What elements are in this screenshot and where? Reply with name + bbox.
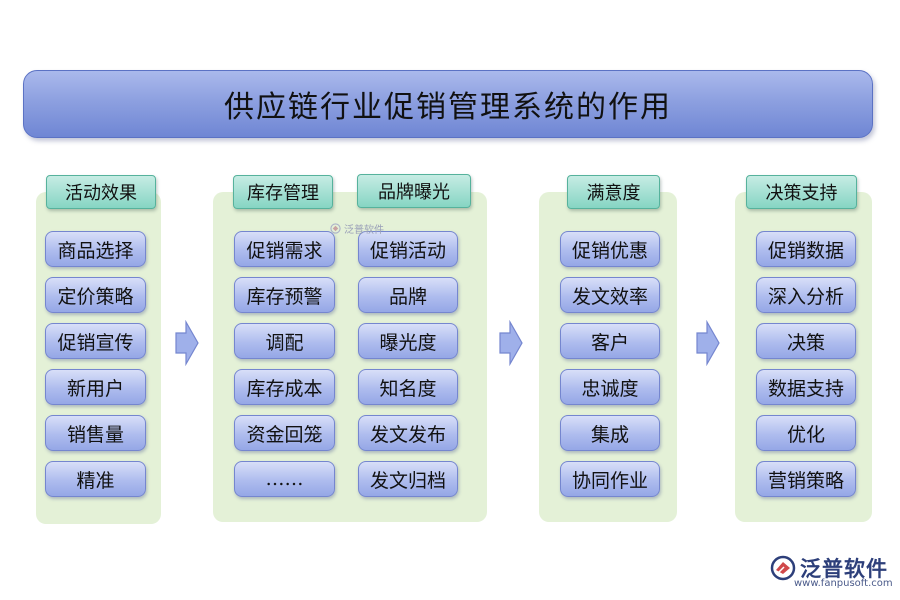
item-decision-3: 决策 [756, 323, 856, 359]
item-brand-2: 品牌 [358, 277, 458, 313]
watermark-text: 泛普软件 [344, 225, 384, 236]
arrow-right-icon [499, 320, 523, 366]
arrow-right-icon [175, 320, 199, 366]
item-inventory-5: 资金回笼 [234, 415, 335, 451]
item-brand-3: 曝光度 [358, 323, 458, 359]
item-decision-6: 营销策略 [756, 461, 856, 497]
item-decision-2: 深入分析 [756, 277, 856, 313]
item-satisfaction-3: 客户 [560, 323, 660, 359]
item-inventory-2: 库存预警 [234, 277, 335, 313]
arrow-right-icon [696, 320, 720, 366]
item-activity-6: 精准 [45, 461, 146, 497]
header-activity-effect: 活动效果 [46, 175, 156, 209]
item-brand-1: 促销活动 [358, 231, 458, 267]
item-inventory-3: 调配 [234, 323, 335, 359]
item-satisfaction-2: 发文效率 [560, 277, 660, 313]
diagram-title: 供应链行业促销管理系统的作用 [23, 70, 873, 138]
item-satisfaction-5: 集成 [560, 415, 660, 451]
item-satisfaction-6: 协同作业 [560, 461, 660, 497]
header-inventory-management: 库存管理 [233, 175, 333, 209]
item-decision-1: 促销数据 [756, 231, 856, 267]
item-satisfaction-4: 忠诚度 [560, 369, 660, 405]
item-brand-6: 发文归档 [358, 461, 458, 497]
item-decision-4: 数据支持 [756, 369, 856, 405]
item-satisfaction-1: 促销优惠 [560, 231, 660, 267]
item-activity-4: 新用户 [45, 369, 146, 405]
item-inventory-1: 促销需求 [234, 231, 335, 267]
item-decision-5: 优化 [756, 415, 856, 451]
fanpu-logo-icon [770, 555, 796, 581]
logo-url: www.fanpusoft.com [794, 578, 893, 589]
item-activity-5: 销售量 [45, 415, 146, 451]
header-decision-support: 决策支持 [746, 175, 857, 209]
fanpu-logo-icon [330, 223, 341, 234]
item-inventory-4: 库存成本 [234, 369, 335, 405]
title-text: 供应链行业促销管理系统的作用 [224, 90, 672, 125]
logo-name: 泛普软件 [800, 557, 888, 581]
header-brand-exposure: 品牌曝光 [357, 174, 471, 208]
item-activity-2: 定价策略 [45, 277, 146, 313]
item-brand-5: 发文发布 [358, 415, 458, 451]
item-inventory-6: …… [234, 461, 335, 497]
item-activity-3: 促销宣传 [45, 323, 146, 359]
header-satisfaction: 满意度 [567, 175, 660, 209]
brand-logo: 泛普软件 [770, 553, 888, 583]
item-activity-1: 商品选择 [45, 231, 146, 267]
watermark: 泛普软件 [330, 221, 384, 236]
item-brand-4: 知名度 [358, 369, 458, 405]
